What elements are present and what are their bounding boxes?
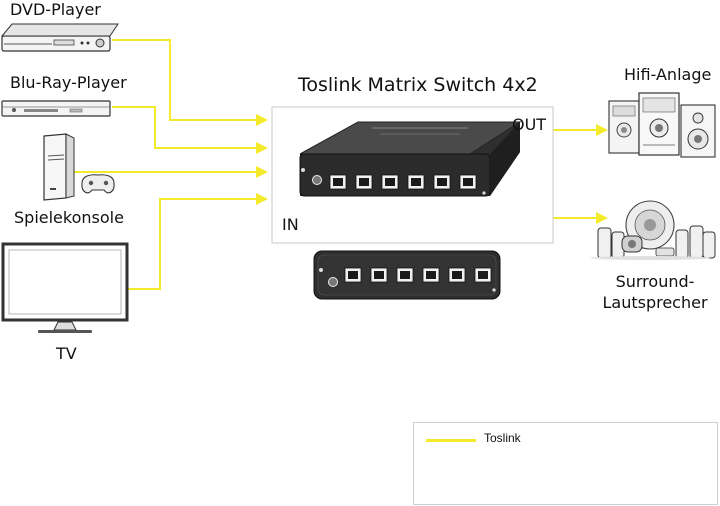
game-controller-icon bbox=[81, 174, 115, 194]
cable-tv bbox=[125, 198, 256, 290]
arrow-tv bbox=[256, 193, 268, 205]
label-out: OUT bbox=[512, 115, 547, 134]
arrow-console bbox=[256, 166, 268, 178]
optical-port-socket bbox=[463, 178, 473, 186]
tv-icon bbox=[1, 242, 129, 333]
label-in: IN bbox=[282, 215, 299, 234]
legend-label: Toslink bbox=[484, 431, 521, 445]
optical-port-socket bbox=[385, 178, 395, 186]
label-dvd-player: DVD-Player bbox=[10, 0, 101, 19]
optical-port-socket bbox=[437, 178, 447, 186]
optical-port-socket bbox=[348, 271, 358, 279]
arrow-bluray bbox=[256, 142, 268, 154]
arrow-out-surround bbox=[596, 212, 608, 224]
bluray-player-icon bbox=[1, 100, 111, 117]
optical-port-socket bbox=[374, 271, 384, 279]
legend-line-swatch bbox=[426, 439, 476, 442]
arrow-out-hifi bbox=[596, 124, 608, 136]
arrow-dvd bbox=[256, 114, 268, 126]
optical-port-socket bbox=[426, 271, 436, 279]
label-surround-line2: Lautsprecher bbox=[602, 293, 708, 312]
cable-bluray bbox=[112, 106, 256, 149]
label-tv: TV bbox=[56, 344, 77, 363]
optical-port-socket bbox=[411, 178, 421, 186]
optical-port-socket bbox=[452, 271, 462, 279]
optical-port-socket bbox=[478, 271, 488, 279]
diagram-title: Toslink Matrix Switch 4x2 bbox=[298, 74, 538, 96]
optical-port-socket bbox=[333, 178, 343, 186]
label-hifi: Hifi-Anlage bbox=[624, 65, 712, 84]
game-console-icon bbox=[43, 133, 75, 201]
dvd-player-icon bbox=[0, 23, 119, 52]
hifi-system-icon bbox=[608, 92, 716, 158]
surround-speakers-icon bbox=[590, 200, 716, 260]
switch-port-row bbox=[329, 174, 477, 190]
cable-dvd bbox=[112, 39, 256, 121]
label-surround-line1: Surround- bbox=[615, 272, 695, 291]
optical-port-socket bbox=[359, 178, 369, 186]
label-bluray-player: Blu-Ray-Player bbox=[10, 73, 127, 92]
switch-front-port-row bbox=[344, 267, 492, 283]
optical-port-socket bbox=[400, 271, 410, 279]
legend: Toslink bbox=[413, 422, 718, 505]
label-game-console: Spielekonsole bbox=[14, 208, 124, 227]
